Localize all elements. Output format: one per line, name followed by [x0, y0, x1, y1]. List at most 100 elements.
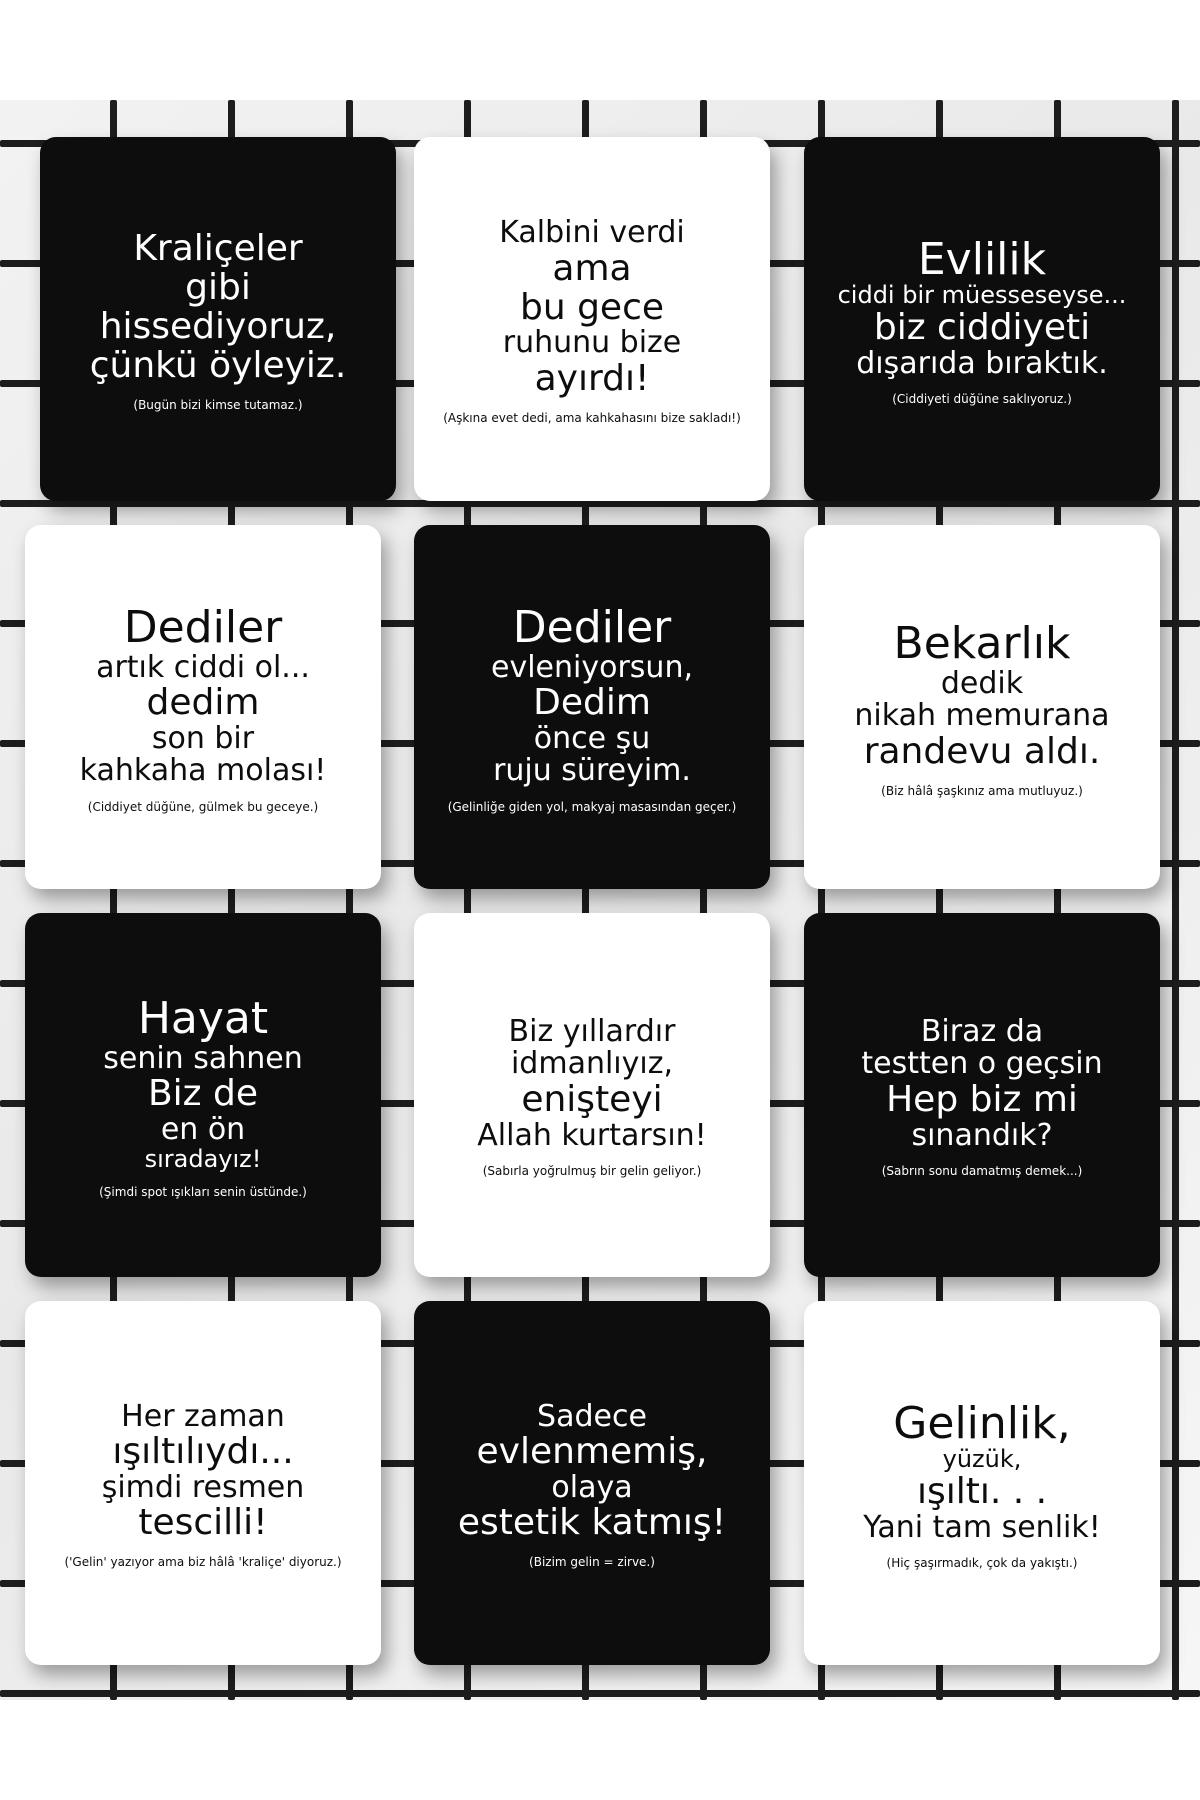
grid-line [0, 500, 1200, 507]
quote-line: evleniyorsun, [491, 649, 693, 685]
quote-footnote: (Gelinliğe giden yol, makyaj masasından … [447, 799, 737, 814]
quote-line: idmanlıyız, [510, 1046, 674, 1082]
quote-line: Biz yıllardır [508, 1013, 676, 1049]
quote-line: sınandık? [911, 1117, 1053, 1153]
grid-line [582, 100, 589, 1700]
quote-line: Evlilik [917, 233, 1047, 285]
quote-line: randevu aldı. [863, 730, 1101, 772]
grid-line [936, 100, 943, 1700]
quote-line: gibi [185, 267, 251, 309]
quote-line: ışıltılıydı... [112, 1431, 294, 1473]
quote-footnote: (Hiç şaşırmadık, çok da yakıştı.) [886, 1556, 1078, 1571]
grid-line [700, 100, 707, 1700]
quote-footnote: (Sabırla yoğrulmuş bir gelin geliyor.) [482, 1164, 702, 1179]
grid-line [0, 1690, 1200, 1697]
quote-footnote: ('Gelin' yazıyor ama biz hâlâ 'kraliçe' … [64, 1555, 342, 1570]
grid-line [464, 100, 471, 1700]
quote-line: Biraz da [920, 1013, 1044, 1049]
quote-line: bu gece [519, 286, 665, 328]
quote-line: Kalbini verdi [499, 215, 685, 251]
quote-line: olaya [551, 1470, 633, 1505]
quote-line: hissediyoruz, [99, 306, 337, 347]
quote-line: senin sahnen [103, 1040, 303, 1076]
quote-line: çünkü öyleyiz. [89, 344, 347, 386]
quote-line: evlenmemiş, [476, 1431, 708, 1473]
quote-footnote: (Aşkına evet dedi, ama kahkahasını bize … [443, 410, 741, 425]
quote-line: dışarıda bıraktık. [856, 345, 1108, 381]
grid-line [346, 100, 353, 1700]
quote-line: testten o geçsin [861, 1046, 1103, 1082]
quote-line: Hayat [137, 993, 269, 1045]
quote-text: Gelinlik,yüzük,ışıltı. . .Yani tam senli… [863, 1400, 1101, 1545]
quote-line: ruhunu bize [502, 325, 682, 361]
quote-line: Dedim [533, 682, 651, 724]
grid-line [110, 100, 117, 1700]
quote-line: Dediler [123, 602, 283, 654]
quote-line: Dediler [512, 602, 672, 654]
quote-line: son bir [151, 721, 255, 756]
quote-line: Bekarlık [893, 618, 1071, 670]
quote-line: yüzük, [942, 1445, 1022, 1474]
quote-line: Sadece [537, 1398, 647, 1434]
quote-line: şimdi resmen [101, 1470, 305, 1505]
quote-line: kahkaha molası! [79, 753, 327, 789]
quote-line: dedik [940, 665, 1024, 701]
grid-line [818, 100, 825, 1700]
quote-line: Kraliçeler [133, 228, 303, 270]
quote-line: enişteyi [521, 1078, 663, 1120]
quote-line: tescilli! [138, 1502, 268, 1544]
quote-line: Biz de [147, 1073, 259, 1115]
quote-line: Allah kurtarsın! [477, 1117, 707, 1153]
quote-line: dedim [146, 682, 260, 724]
quote-line: ruju süreyim. [493, 753, 691, 789]
quote-line: Yani tam senlik! [863, 1509, 1101, 1545]
quote-line: nikah memurana [854, 698, 1110, 734]
quote-line: ışıltı. . . [916, 1471, 1048, 1513]
quote-line: ama [552, 247, 632, 289]
quote-footnote: (Sabrın sonu damatmış demek...) [881, 1164, 1083, 1179]
quote-line: ciddi bir müesseseyse... [837, 281, 1127, 310]
quote-line: ayırdı! [534, 357, 650, 399]
quote-line: Her zaman [121, 1398, 285, 1434]
quote-card: Gelinlik,yüzük,ışıltı. . .Yani tam senli… [804, 1301, 1160, 1665]
quote-line: önce şu [533, 721, 651, 756]
quote-footnote: (Bizim gelin = zirve.) [529, 1555, 655, 1570]
quote-footnote: (Biz hâlâ şaşkınız ama mutluyuz.) [881, 783, 1083, 798]
quote-line: sıradayız! [144, 1144, 262, 1173]
quote-footnote: (Ciddiyeti düğüne saklıyoruz.) [892, 392, 1072, 407]
quote-line: biz ciddiyeti [873, 307, 1091, 349]
quote-line: en ön [160, 1112, 246, 1148]
grid-line [1054, 100, 1061, 1700]
quote-footnote: (Şimdi spot ışıkları senin üstünde.) [99, 1184, 307, 1199]
grid-line [228, 100, 235, 1700]
quote-footnote: (Bugün bizi kimse tutamaz.) [133, 397, 303, 412]
quote-line: artık ciddi ol... [96, 649, 310, 685]
quote-line: estetik katmış! [457, 1502, 727, 1544]
quote-line: Gelinlik, [893, 1397, 1071, 1449]
quote-line: Hep biz mi [886, 1078, 1078, 1120]
grid-line [1172, 100, 1179, 1700]
quote-footnote: (Ciddiyet düğüne, gülmek bu geceye.) [87, 799, 319, 814]
